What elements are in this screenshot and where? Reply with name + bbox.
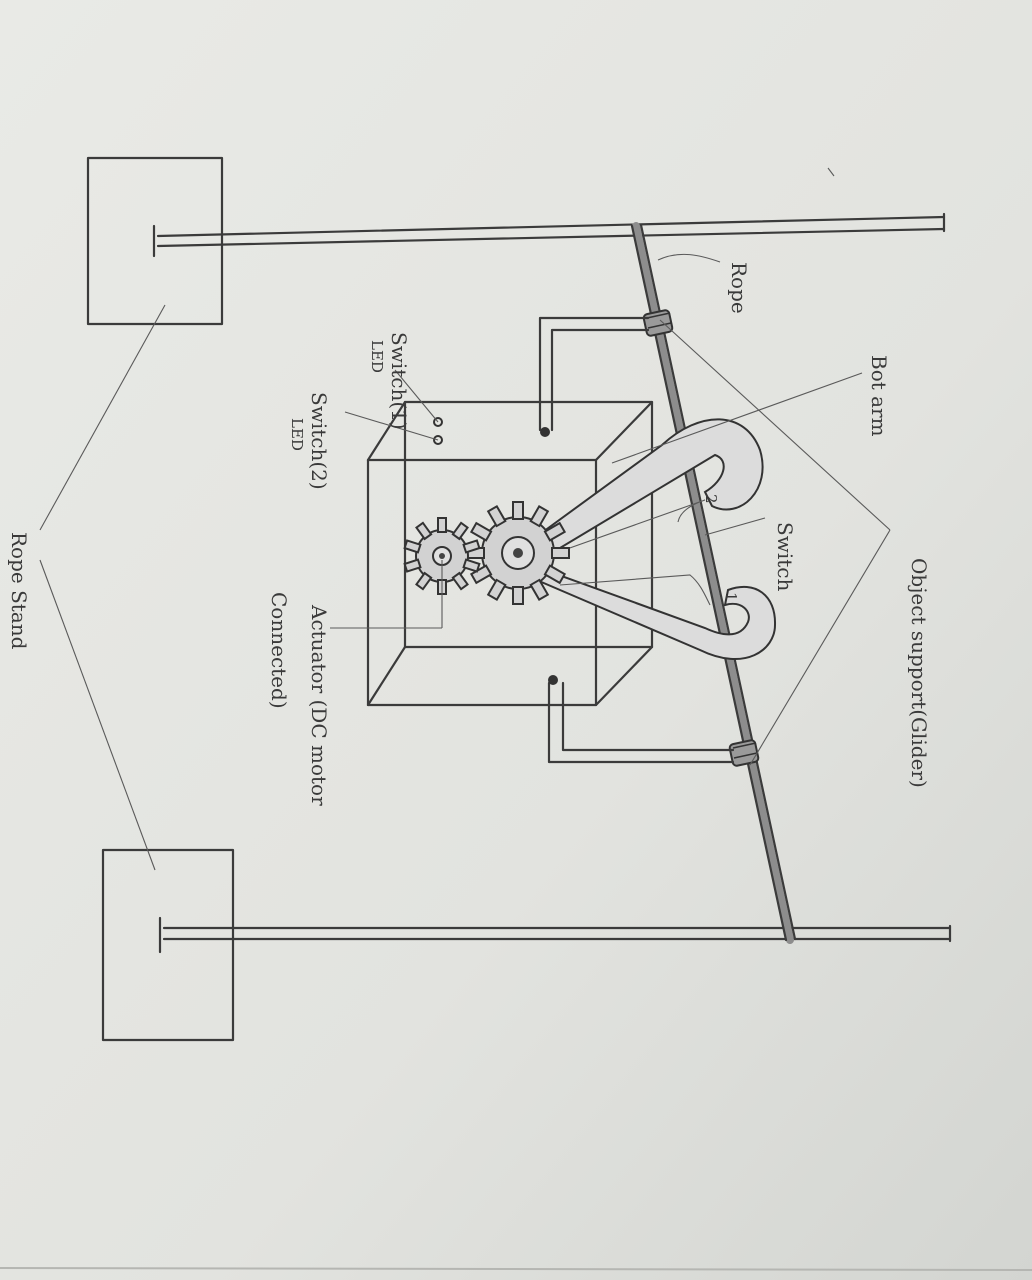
label-object-support: Object support(Glider) xyxy=(907,558,931,788)
label-switch1: Switch(1) xyxy=(387,332,411,430)
label-switch: Switch xyxy=(773,522,797,591)
label-num-1: 1 xyxy=(722,592,740,602)
label-switch1-led: LED xyxy=(368,340,386,373)
gear-tooth xyxy=(552,548,569,558)
label-actuator-line2: Connected) xyxy=(267,592,291,709)
label-switch2: Switch(2) xyxy=(307,392,331,490)
label-actuator: Actuator (DC motor xyxy=(307,604,331,806)
label-rope-stand: Rope Stand xyxy=(7,532,31,650)
gear-tooth xyxy=(438,518,446,532)
label-rope: Rope xyxy=(727,262,751,314)
label-bot-arm: Bot arm xyxy=(867,355,891,437)
label-switch2-led: LED xyxy=(288,418,306,451)
label-num-2: 2 xyxy=(702,494,720,504)
gear-tooth xyxy=(513,502,523,519)
gear-tooth xyxy=(513,587,523,604)
glider-upper xyxy=(643,310,673,337)
